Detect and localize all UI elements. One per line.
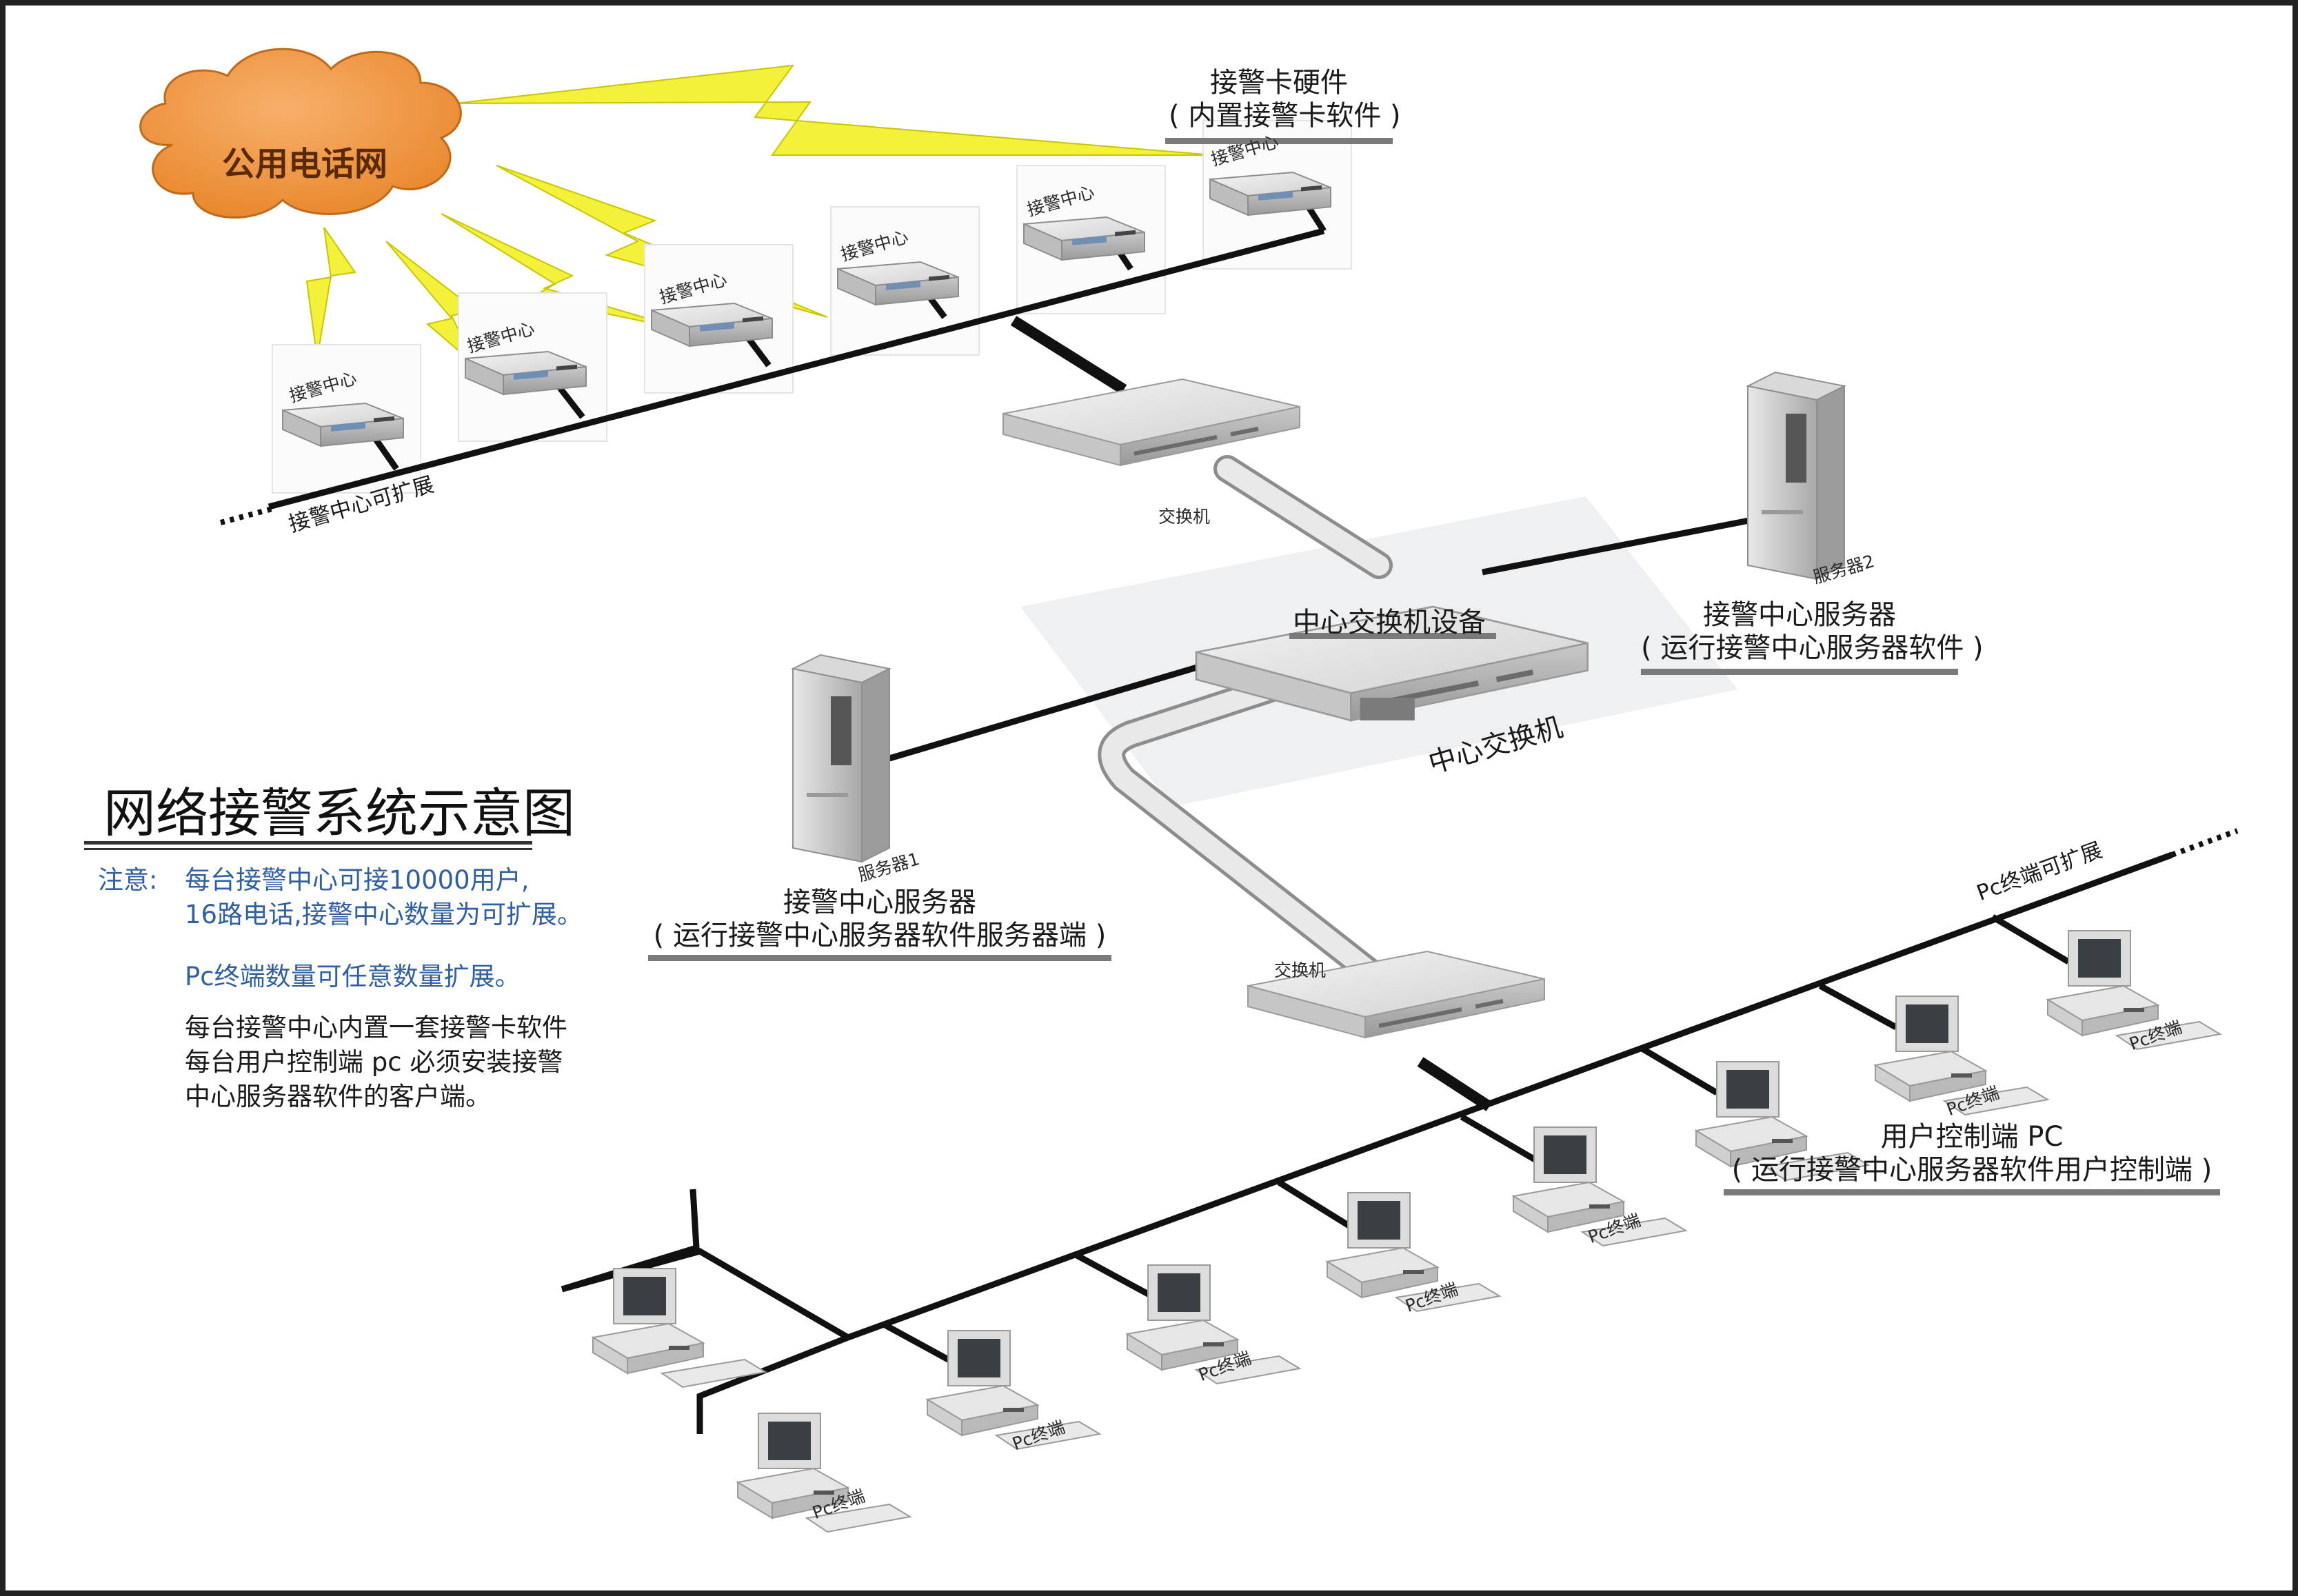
diagram-title: 网络接警系统示意图 [103, 782, 575, 844]
server-1 [792, 654, 890, 862]
notes-line-4: 每台接警中心内置一套接警卡软件 [185, 1013, 567, 1042]
server1-caption-line1: 接警中心服务器 [783, 887, 976, 918]
notes-line-2: 16路电话,接警中心数量为可扩展。 [185, 900, 583, 929]
alarm-card-caption: 接警卡硬件 ( 内置接警卡软件 ) [1169, 66, 1401, 132]
notes-prefix: 注意: [98, 865, 158, 895]
top-switch [1003, 379, 1300, 465]
caption-underlines [84, 138, 2220, 1195]
user-pc-caption: 用户控制端 PC ( 运行接警中心服务器软件用户控制端 ) [1724, 1120, 2220, 1186]
cloud-label: 公用电话网 [222, 145, 388, 183]
notes-line-6: 中心服务器软件的客户端。 [185, 1082, 491, 1111]
alarm-card-caption-line1: 接警卡硬件 [1210, 67, 1348, 99]
user-pc-caption-line2: ( 运行接警中心服务器软件用户控制端 ) [1731, 1154, 2213, 1186]
bottom-switch-label: 交换机 [1274, 960, 1327, 980]
notes-line-5: 每台用户控制端 pc 必须安装接警 [185, 1047, 563, 1077]
alarm-card-caption-line2: ( 内置接警卡软件 ) [1169, 100, 1401, 132]
server2-caption-line1: 接警中心服务器 [1703, 599, 1896, 631]
user-pc-caption-line1: 用户控制端 PC [1880, 1121, 2064, 1153]
pc-terminal-1 [592, 1268, 766, 1388]
central-switch [1196, 607, 1588, 720]
notes-line-1: 每台接警中心可接10000用户, [185, 865, 530, 895]
expand-dashes [219, 506, 2239, 858]
server-2 [1747, 372, 1845, 580]
server1-caption-line2: ( 运行接警中心服务器软件服务器端 ) [653, 920, 1107, 951]
notes-line-3: Pc终端数量可任意数量扩展。 [185, 962, 521, 991]
public-telephone-network-cloud [139, 48, 462, 219]
top-switch-label: 交换机 [1158, 507, 1211, 527]
uplink-cables-inner [1101, 458, 1389, 989]
server2-caption-line2: ( 运行接警中心服务器软件 ) [1641, 632, 1984, 664]
server1-caption: 接警中心服务器 ( 运行接警中心服务器软件服务器端 ) [648, 886, 1111, 952]
central-device-caption: 中心交换机设备 [1293, 607, 1486, 638]
server2-caption: 接警中心服务器 ( 运行接警中心服务器软件 ) [1641, 598, 1984, 665]
